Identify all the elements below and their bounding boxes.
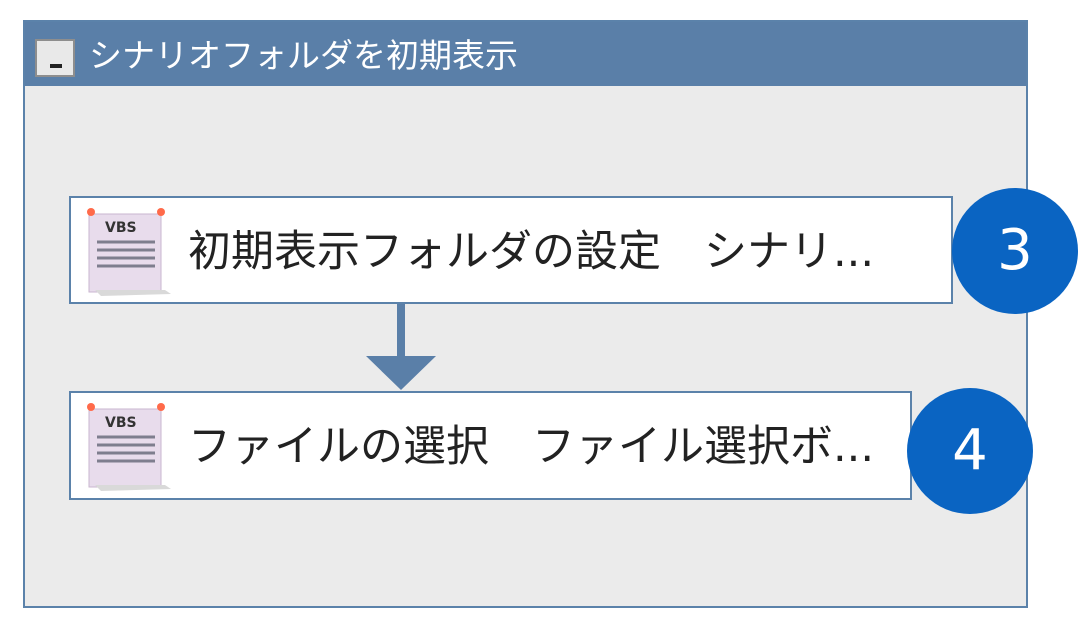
scenario-group: シナリオフォルダを初期表示 — [23, 20, 1028, 608]
flow-node-file-select[interactable]: VBS ファイルの選択 ファイル選択ボ... — [69, 391, 912, 500]
node-label: ファイルの選択 ファイル選択ボ... — [188, 422, 875, 472]
minimize-icon — [50, 64, 62, 68]
step-badge-3: 3 — [952, 188, 1078, 314]
flow-node-set-initial-folder[interactable]: VBS 初期表示フォルダの設定 シナリ... — [69, 196, 953, 304]
vbs-label: VBS — [105, 220, 137, 236]
vbs-script-icon: VBS — [87, 403, 171, 491]
collapse-button[interactable] — [35, 39, 75, 77]
connector-arrow — [366, 304, 436, 390]
group-header: シナリオフォルダを初期表示 — [25, 22, 1026, 86]
node-label: 初期表示フォルダの設定 シナリ... — [188, 227, 875, 277]
vbs-script-icon: VBS — [87, 208, 171, 296]
group-title: シナリオフォルダを初期表示 — [89, 36, 518, 75]
vbs-label: VBS — [105, 415, 137, 431]
step-badge-4: 4 — [907, 388, 1033, 514]
